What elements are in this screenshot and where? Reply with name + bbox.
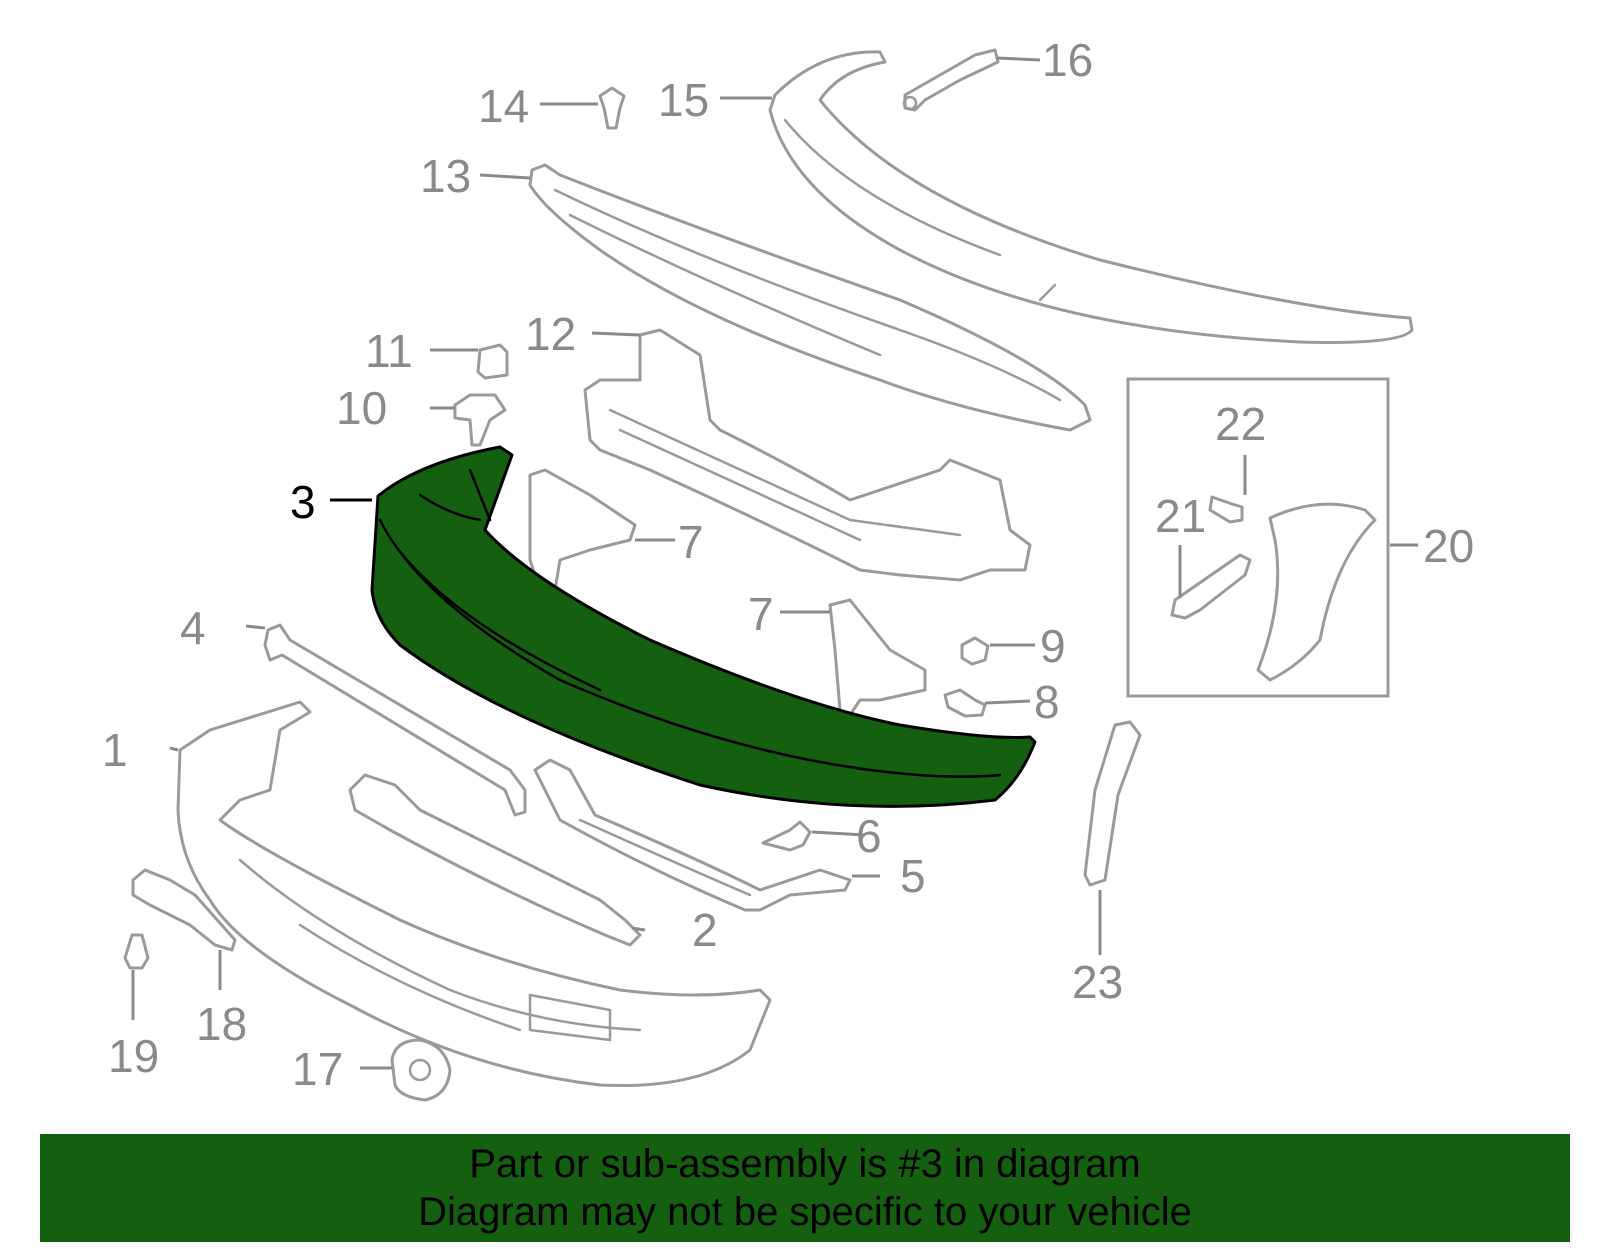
part-7b[interactable] <box>828 598 927 717</box>
part-16[interactable] <box>902 48 1000 112</box>
label-5: 5 <box>900 850 926 902</box>
label-11: 11 <box>365 325 413 377</box>
part-10[interactable] <box>453 393 507 447</box>
part-23[interactable] <box>1083 720 1142 887</box>
part-13[interactable] <box>528 163 1092 432</box>
leader-arrows <box>131 56 1418 1070</box>
part-17[interactable] <box>390 1038 452 1102</box>
label-12: 12 <box>525 308 576 360</box>
label-19: 19 <box>108 1030 159 1082</box>
part-7a[interactable] <box>528 468 637 592</box>
part-5[interactable] <box>533 758 852 912</box>
part-6[interactable] <box>761 820 812 852</box>
label-22: 22 <box>1215 398 1266 450</box>
label-7a: 7 <box>678 516 704 568</box>
callout-labels: 1 2 3 4 5 6 7 7 8 9 10 11 12 13 14 15 16… <box>102 34 1474 1095</box>
label-1: 1 <box>102 724 128 776</box>
label-10: 10 <box>336 382 387 434</box>
label-9: 9 <box>1040 620 1066 672</box>
part-18[interactable] <box>131 868 237 952</box>
part-1[interactable] <box>176 700 772 1088</box>
label-2: 2 <box>692 904 718 956</box>
label-23: 23 <box>1072 956 1123 1008</box>
label-4: 4 <box>180 602 206 654</box>
part-14[interactable] <box>598 86 626 130</box>
info-banner: Part or sub-assembly is #3 in diagram Di… <box>40 1134 1570 1242</box>
label-15: 15 <box>658 74 709 126</box>
label-20: 20 <box>1423 520 1474 572</box>
label-21: 21 <box>1155 490 1206 542</box>
part-19[interactable] <box>123 933 150 970</box>
part-12[interactable] <box>583 328 1032 582</box>
part-11[interactable] <box>476 343 509 380</box>
inset-box <box>1126 377 1390 698</box>
label-6: 6 <box>856 810 882 862</box>
label-3: 3 <box>290 476 316 528</box>
part-20[interactable] <box>1256 502 1377 682</box>
label-18: 18 <box>196 998 247 1050</box>
part-15[interactable] <box>768 50 1414 344</box>
label-13: 13 <box>420 150 471 202</box>
part-2[interactable] <box>348 773 642 947</box>
label-7b: 7 <box>748 588 774 640</box>
banner-line-1: Part or sub-assembly is #3 in diagram <box>469 1142 1141 1186</box>
part-3-selected[interactable] <box>370 445 1037 808</box>
part-8[interactable] <box>943 688 987 718</box>
label-16: 16 <box>1042 34 1093 86</box>
part-9[interactable] <box>960 636 990 666</box>
label-14: 14 <box>478 80 529 132</box>
part-21[interactable] <box>1170 553 1252 620</box>
part-22[interactable] <box>1208 495 1244 524</box>
banner-line-2: Diagram may not be specific to your vehi… <box>418 1190 1192 1234</box>
label-17: 17 <box>292 1043 343 1095</box>
label-8: 8 <box>1034 676 1060 728</box>
part-4[interactable] <box>263 623 527 817</box>
